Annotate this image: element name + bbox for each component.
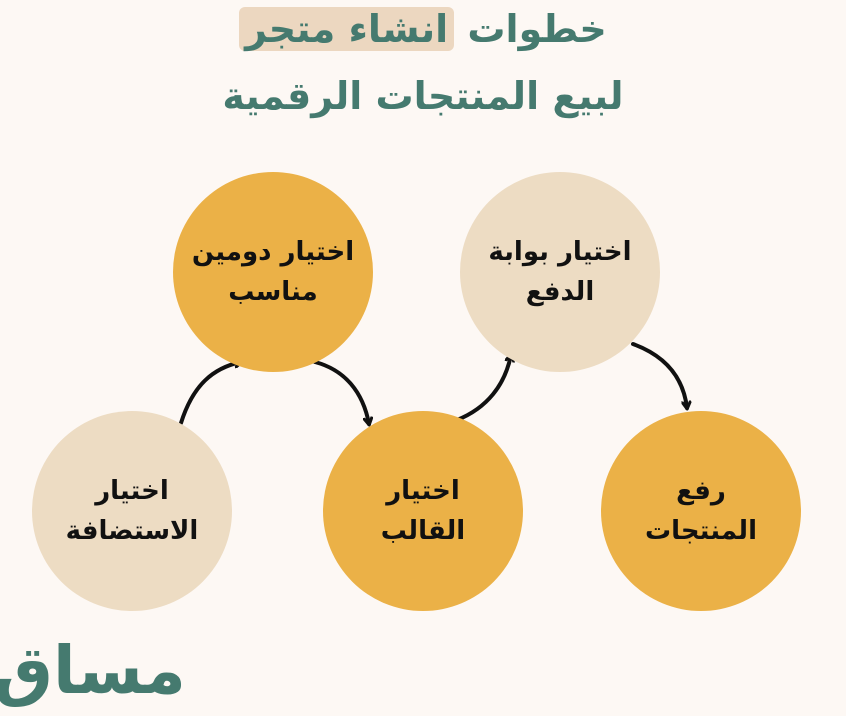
title-plain: خطوات (467, 7, 607, 51)
arrow-2-to-3 (313, 360, 369, 424)
title-highlight: انشاء متجر (239, 7, 455, 51)
page-title-line1: خطوات انشاء متجر (0, 2, 846, 56)
step-domain: اختيار دومين مناسب (173, 172, 373, 372)
step-payment-gateway-label: اختيار بوابة الدفع (488, 237, 632, 307)
arrow-1-to-2 (179, 362, 241, 425)
step-domain-label: اختيار دومين مناسب (191, 237, 355, 307)
brand-logo: مساق (0, 632, 186, 709)
arrow-4-to-5 (631, 342, 687, 408)
step-template-label: اختيار القالب (380, 476, 466, 546)
step-upload-products-label: رفع المنتجات (645, 476, 757, 546)
arrow-3-to-4 (455, 355, 511, 422)
step-upload-products: رفع المنتجات (601, 411, 801, 611)
step-template: اختيار القالب (323, 411, 523, 611)
step-payment-gateway: اختيار بوابة الدفع (460, 172, 660, 372)
page-title-line2: لبيع المنتجات الرقمية (222, 74, 624, 118)
step-hosting-label: اختيار الاستضافة (65, 476, 199, 546)
step-hosting: اختيار الاستضافة (32, 411, 232, 611)
